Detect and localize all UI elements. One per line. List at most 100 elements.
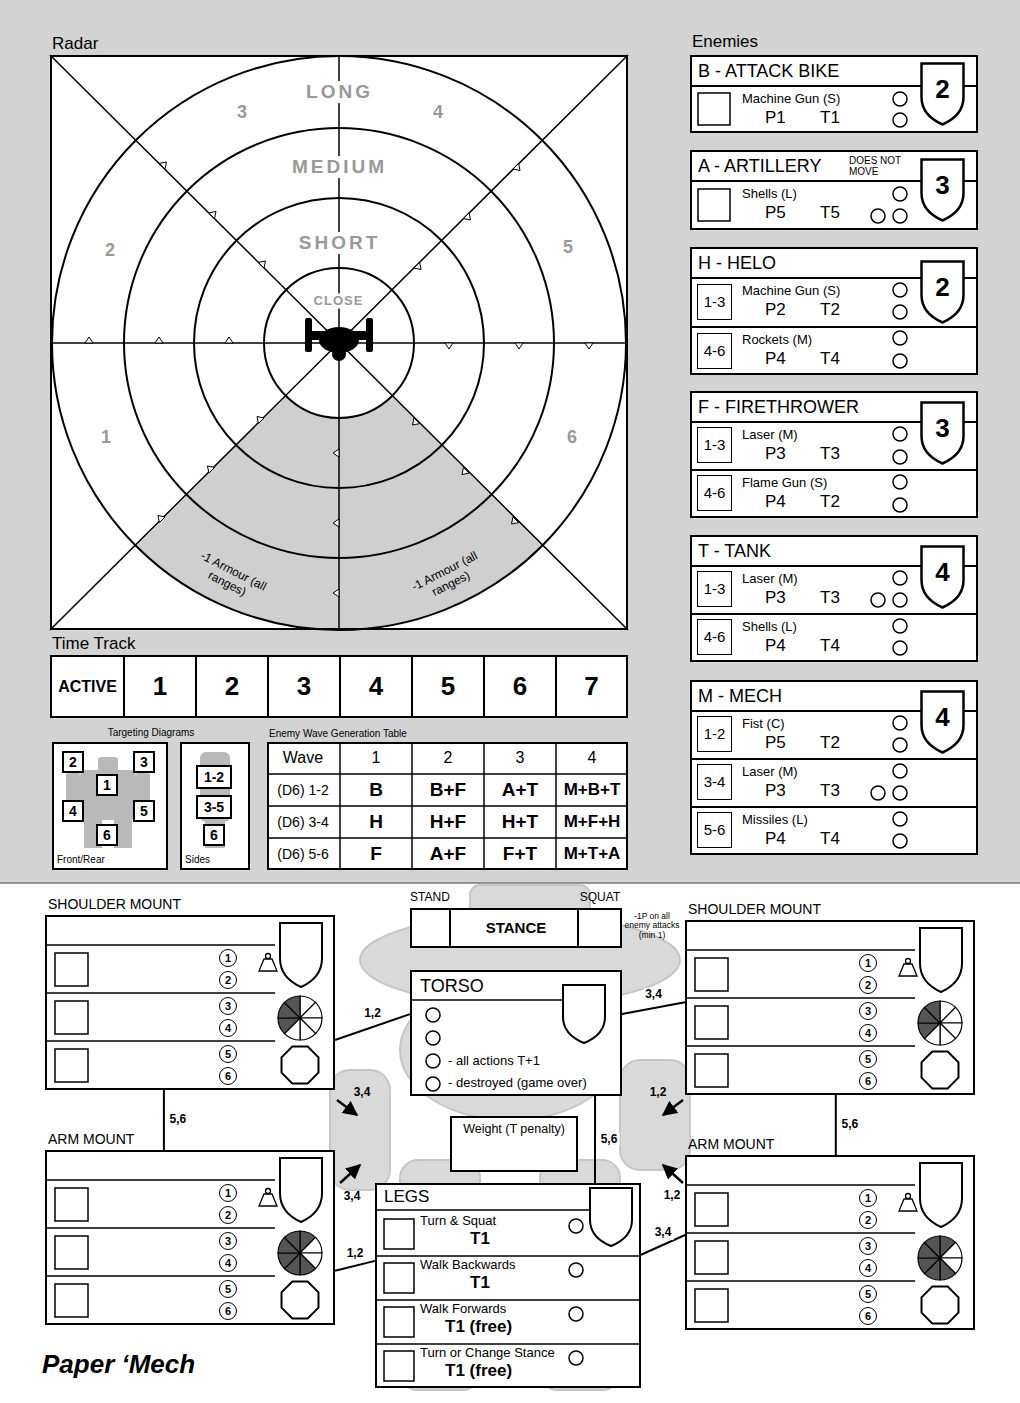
box-heading: A - ARTILLERY <box>698 156 821 177</box>
box-heading: Radar <box>52 34 98 54</box>
box-fill <box>267 742 628 870</box>
sheet-label: A+T <box>502 779 538 801</box>
mount-decoration <box>259 1194 277 1206</box>
sheet-label: -1 Armour (all ranges) <box>189 548 271 608</box>
leg-action-row: Turn or Change StanceT1 (free) <box>377 1344 639 1386</box>
sheet-label: STAND <box>410 891 450 905</box>
mount-decoration <box>695 1193 728 1226</box>
mount-decoration <box>280 923 322 987</box>
box-heading: SHOULDER MOUNT <box>48 896 181 912</box>
damage-pip <box>893 187 907 201</box>
edge-label: 1,2 <box>362 1007 383 1021</box>
box-heading: ARM MOUNT <box>48 1131 134 1147</box>
box-heading: Rockets (M) <box>742 333 812 348</box>
mount-decoration <box>55 1001 88 1034</box>
sheet-label: 1 <box>101 427 111 448</box>
box-text: DOES NOT MOVE <box>849 155 917 177</box>
mount-decoration <box>300 1253 316 1275</box>
mount-decoration <box>45 1158 322 1318</box>
sheet-label: H <box>369 811 383 833</box>
hit-number: 2 <box>219 971 237 989</box>
box-heading: 1-2 <box>198 769 230 785</box>
stance-divider <box>449 910 451 946</box>
die-range-box: 3-4 <box>697 764 732 800</box>
mount-decoration <box>55 953 88 986</box>
box-heading: 1-3 <box>698 436 731 453</box>
damage-pip <box>893 786 907 800</box>
sheet-label: 2 <box>444 749 453 767</box>
hit-number: 1 <box>219 949 237 967</box>
box-text: P4 <box>765 492 786 512</box>
range-tick <box>257 417 264 424</box>
box-heading: 6 <box>485 672 555 702</box>
box-fill <box>50 655 628 718</box>
hit-number: 6 <box>219 1302 237 1320</box>
damage-pip <box>893 619 907 633</box>
mount-decoration <box>266 954 271 959</box>
mount-decoration <box>918 1258 940 1274</box>
die-range-box: 5-6 <box>697 812 732 848</box>
hit-number: 2 <box>219 1206 237 1224</box>
mount-decoration <box>920 1163 962 1227</box>
panel-divider <box>0 882 1020 884</box>
damage-pip <box>893 305 907 319</box>
hit-location-box: 3-5 <box>196 795 232 819</box>
damage-pip <box>893 450 907 464</box>
box-fill <box>690 55 978 133</box>
range-tick <box>333 519 339 527</box>
range-tick <box>225 337 233 343</box>
die-range-box: 1-3 <box>697 427 732 463</box>
mount-decoration <box>45 923 322 1083</box>
mount-decoration <box>266 1189 271 1194</box>
box-heading: 4 <box>64 803 82 819</box>
sheet-label: Wave <box>283 749 323 767</box>
mount-decoration <box>940 1007 962 1023</box>
box-heading: 4-6 <box>698 628 731 645</box>
row-rule <box>377 1255 639 1257</box>
mount-decoration <box>924 1001 940 1023</box>
die-range-box: 1-2 <box>697 716 732 752</box>
mount-decoration <box>685 1163 962 1323</box>
checkbox <box>698 93 730 125</box>
checkbox <box>384 1263 414 1293</box>
damage-pip <box>893 593 907 607</box>
hit-location-box: 6 <box>96 824 118 846</box>
box-heading: 1-2 <box>698 725 731 742</box>
box-fill <box>685 1155 975 1330</box>
box-heading: 4 <box>220 1022 236 1035</box>
leg-action-row: Walk ForwardsT1 (free) <box>377 1300 639 1344</box>
target-silhouette <box>80 770 136 820</box>
enemy-card: F - FIRETHROWER3Laser (M)P3T31-3Flame Gu… <box>690 391 978 518</box>
damage-pip <box>893 498 907 512</box>
box-fill <box>375 1183 641 1388</box>
mount-decoration <box>940 1023 956 1045</box>
box-text: T1 <box>470 1229 490 1249</box>
box-heading: 3-5 <box>198 799 230 815</box>
sheet-label: 3 <box>516 749 525 767</box>
box-heading: Enemy Wave Generation Table <box>269 728 407 740</box>
mount-decoration <box>920 928 962 992</box>
edge-label: 5,6 <box>168 1113 189 1127</box>
box-heading: M - MECH <box>698 686 782 707</box>
damage-pip <box>871 209 885 223</box>
sheet-label: Targeting Diagrams <box>108 727 195 739</box>
box-heading: 4 <box>860 1027 876 1040</box>
box-heading: 5 <box>220 1048 236 1061</box>
weapon-row: Flame Gun (S)P4T24-6 <box>692 469 976 517</box>
mount-decoration <box>685 997 915 999</box>
box-text: P5 <box>765 733 786 753</box>
box-text: T1 <box>470 1273 490 1293</box>
range-tick <box>585 343 593 349</box>
mount-decoration <box>45 1227 275 1229</box>
damage-pip <box>569 1307 583 1321</box>
armour-shield: 3 <box>920 158 965 222</box>
mount-decoration <box>300 1018 316 1040</box>
mount-decoration <box>685 928 962 1088</box>
mount-decoration <box>278 1018 300 1034</box>
hit-number: 5 <box>219 1045 237 1063</box>
damage-pip <box>426 1054 440 1068</box>
weapon-row: Shells (L)P4T44-6 <box>692 613 976 661</box>
top-panel <box>0 0 1020 883</box>
weapon-row: Rockets (M)P4T44-6 <box>692 326 976 375</box>
armour-shield: 3 <box>920 401 965 465</box>
